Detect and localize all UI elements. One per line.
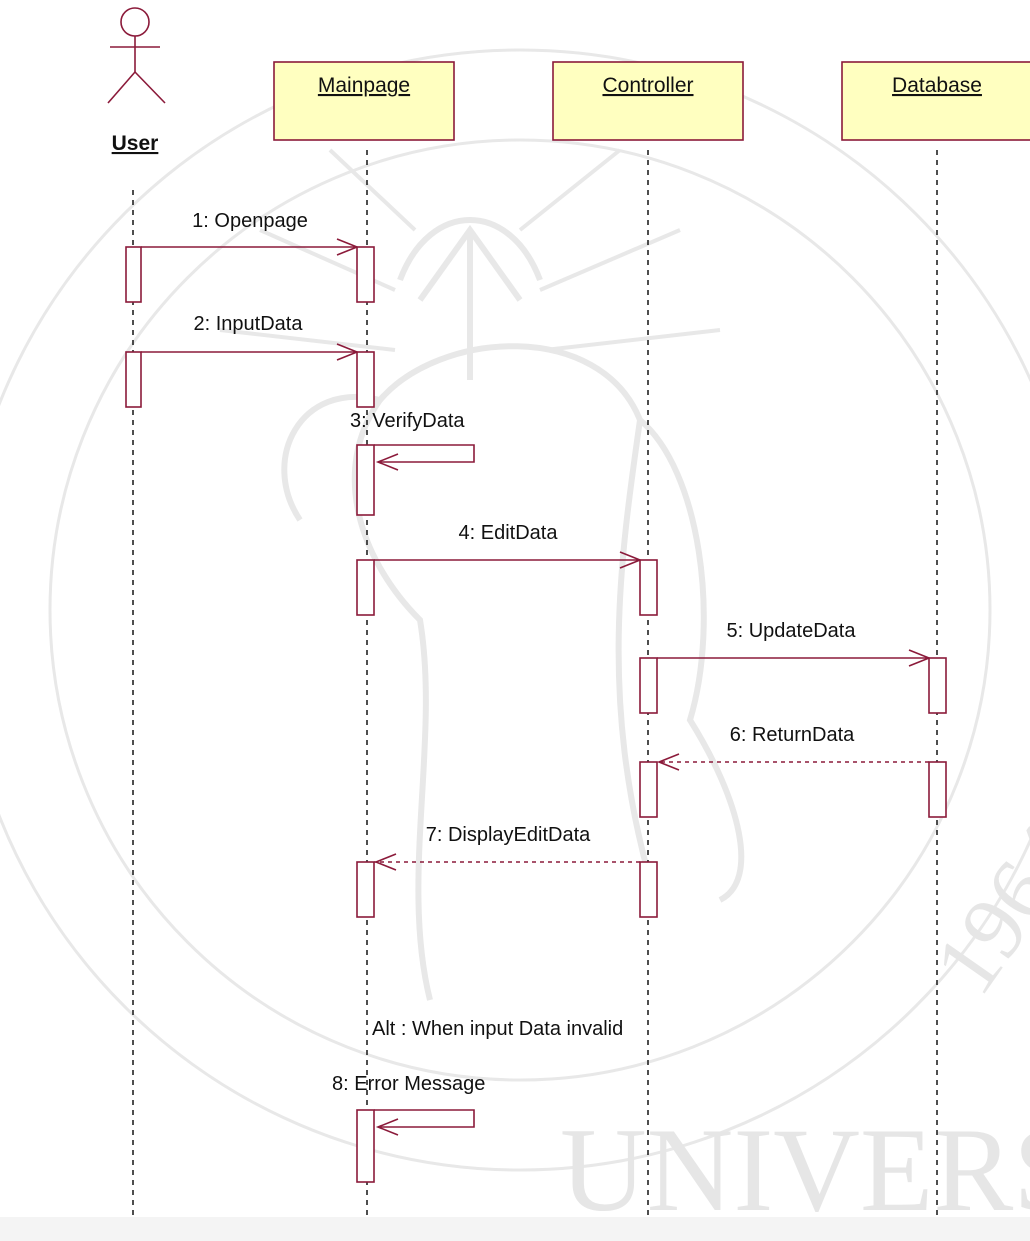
message-editdata-arrow-icon <box>619 551 643 569</box>
activation-mainpage-1 <box>356 246 375 303</box>
activation-mainpage-3 <box>356 444 375 516</box>
activation-controller-2 <box>639 657 658 714</box>
alt-condition-label: Alt : When input Data invalid <box>372 1018 623 1040</box>
message-updatedata-arrow-icon <box>908 649 932 667</box>
message-returndata: 6: ReturnData <box>656 724 929 771</box>
university-seal-watermark: 1964 UNIVERSITY <box>0 48 1030 1236</box>
message-editdata: 4: EditData <box>374 522 643 569</box>
message-displayeditdata: 7: DisplayEditData <box>373 824 640 871</box>
message-openpage: 1: Openpage <box>141 210 360 256</box>
object-database: Database <box>841 61 1030 141</box>
object-controller-box <box>552 61 744 141</box>
message-errormessage-line <box>374 1109 475 1128</box>
message-inputdata-label: 2: InputData <box>194 313 304 335</box>
activation-mainpage-4 <box>356 559 375 616</box>
object-controller-label: Controller <box>602 74 693 97</box>
message-inputdata-arrow-icon <box>336 343 360 361</box>
bottom-strip <box>0 1217 1030 1241</box>
activation-mainpage-2 <box>356 351 375 408</box>
message-returndata-label: 6: ReturnData <box>730 724 855 746</box>
message-verifydata: 3: VerifyData <box>350 410 475 471</box>
object-database-label: Database <box>892 74 982 97</box>
activation-user-2 <box>125 351 142 408</box>
object-mainpage: Mainpage <box>273 61 455 141</box>
activation-user-1 <box>125 246 142 303</box>
seal-university-text: UNIVERSITY <box>560 1103 1030 1236</box>
message-updatedata: 5: UpdateData <box>657 620 932 667</box>
activation-database-1 <box>928 657 947 714</box>
activation-controller-4 <box>639 861 658 918</box>
message-inputdata: 2: InputData <box>141 313 360 361</box>
message-errormessage: 8: Error Message <box>332 1073 485 1136</box>
message-returndata-arrow-icon <box>656 753 680 771</box>
activation-database-2 <box>928 761 947 818</box>
message-verifydata-arrow-icon <box>375 453 399 471</box>
object-controller: Controller <box>552 61 744 141</box>
actor-label: User <box>112 132 159 155</box>
message-editdata-label: 4: EditData <box>459 522 559 544</box>
message-displayeditdata-label: 7: DisplayEditData <box>426 824 591 846</box>
message-errormessage-label: 8: Error Message <box>332 1073 485 1095</box>
message-updatedata-label: 5: UpdateData <box>727 620 857 642</box>
message-verifydata-line <box>374 444 475 463</box>
actor-left-leg <box>107 71 136 104</box>
message-openpage-arrow-icon <box>336 238 360 256</box>
activation-mainpage-5 <box>356 861 375 918</box>
activation-mainpage-6 <box>356 1109 375 1183</box>
object-mainpage-box <box>273 61 455 141</box>
object-database-box <box>841 61 1030 141</box>
actor-right-leg <box>134 71 166 104</box>
actor-user: User <box>107 7 166 155</box>
activation-controller-1 <box>639 559 658 616</box>
message-displayeditdata-arrow-icon <box>373 853 397 871</box>
message-errormessage-arrow-icon <box>375 1118 399 1136</box>
activation-controller-3 <box>639 761 658 818</box>
message-openpage-label: 1: Openpage <box>192 210 308 232</box>
object-mainpage-label: Mainpage <box>318 74 410 97</box>
actor-head <box>120 7 150 37</box>
message-verifydata-label: 3: VerifyData <box>350 410 465 432</box>
